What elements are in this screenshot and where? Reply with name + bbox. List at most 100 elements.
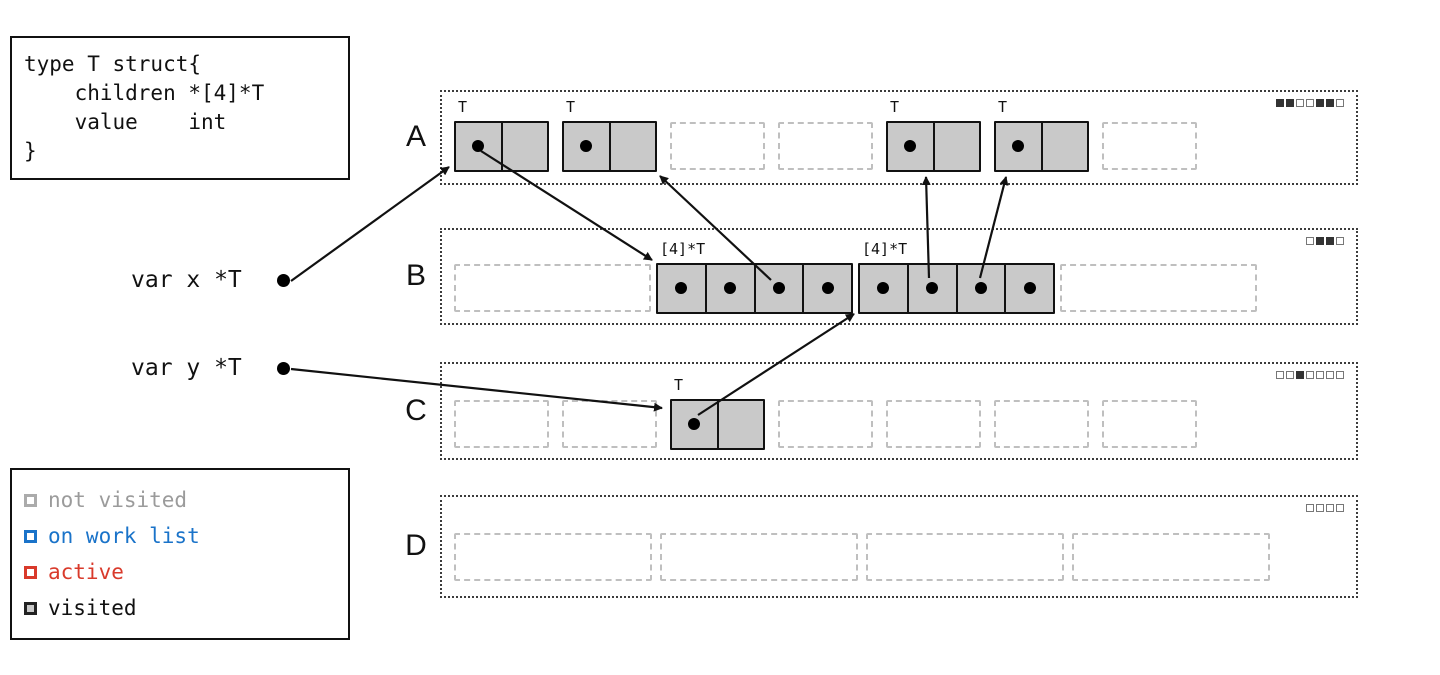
indicator-empty-square — [1316, 371, 1324, 379]
on-work-list-swatch-icon — [24, 529, 37, 543]
var-y-label: var y *T — [131, 355, 242, 381]
value-cell — [932, 122, 980, 170]
type-definition-code-box: type T struct{ children *[4]*T value int… — [10, 36, 350, 180]
indicator-empty-square — [1286, 371, 1294, 379]
pointer-cell — [888, 123, 933, 170]
free-slot — [660, 533, 858, 581]
memory-region-c: T — [440, 362, 1358, 460]
indicator-empty-square — [1306, 371, 1314, 379]
object-type-label: T — [566, 97, 576, 116]
memory-region-d — [440, 495, 1358, 598]
pointer-cell — [456, 123, 501, 170]
free-slot — [454, 264, 651, 312]
region-d-status-indicator — [1306, 504, 1344, 512]
code-line: value int — [24, 110, 227, 134]
indicator-empty-square — [1296, 99, 1304, 107]
indicator-empty-square — [1306, 237, 1314, 245]
free-slot — [866, 533, 1064, 581]
free-slot — [670, 122, 765, 170]
region-label-a: A — [405, 120, 426, 153]
region-label-c: C — [405, 394, 427, 427]
pointer-cell — [1004, 264, 1053, 312]
heap-object: [4]*T — [858, 240, 1055, 314]
region-label-d: D — [405, 529, 427, 562]
code-line: } — [24, 139, 37, 163]
free-slot — [454, 400, 549, 448]
region-a-status-indicator — [1276, 99, 1344, 107]
indicator-empty-square — [1326, 371, 1334, 379]
free-slot — [1072, 533, 1270, 581]
legend-label: on work list — [48, 524, 200, 548]
value-cell — [500, 122, 548, 170]
slot-row: [4]*T [4]*T — [454, 240, 1257, 314]
pointer-cell — [860, 265, 907, 312]
region-b-status-indicator — [1306, 237, 1344, 245]
value-cell — [608, 122, 656, 170]
free-slot — [778, 122, 873, 170]
indicator-filled-square — [1286, 99, 1294, 107]
heap-object: T — [994, 98, 1089, 172]
heap-object: [4]*T — [656, 240, 853, 314]
legend-item-on-work-list: on work list — [24, 518, 336, 554]
indicator-empty-square — [1326, 504, 1334, 512]
object-type-label: [4]*T — [660, 239, 706, 258]
free-slot — [994, 400, 1089, 448]
heap-object: T — [886, 98, 981, 172]
indicator-empty-square — [1306, 504, 1314, 512]
legend-item-not-visited: not visited — [24, 482, 336, 518]
not-visited-swatch-icon — [24, 493, 37, 507]
free-slot — [886, 400, 981, 448]
object-type-label: [4]*T — [862, 239, 908, 258]
memory-region-b: [4]*T [4]*T — [440, 228, 1358, 325]
indicator-filled-square — [1296, 371, 1304, 379]
pointer-cell — [906, 264, 956, 312]
indicator-empty-square — [1306, 99, 1314, 107]
indicator-empty-square — [1336, 371, 1344, 379]
indicator-empty-square — [1316, 504, 1324, 512]
free-slot — [562, 400, 657, 448]
region-c-status-indicator — [1276, 371, 1344, 379]
pointer-cell — [564, 123, 609, 170]
pointer-cell — [996, 123, 1041, 170]
pointer-cell — [753, 264, 803, 312]
indicator-filled-square — [1316, 237, 1324, 245]
free-slot — [1060, 264, 1257, 312]
var-x-label: var x *T — [131, 267, 242, 293]
legend-label: visited — [48, 596, 137, 620]
pointer-cell — [672, 401, 717, 448]
heap-object: T — [670, 376, 765, 450]
visited-swatch-icon — [24, 601, 37, 615]
free-slot — [1102, 122, 1197, 170]
pointer-cell — [955, 264, 1005, 312]
indicator-filled-square — [1316, 99, 1324, 107]
indicator-filled-square — [1326, 237, 1334, 245]
indicator-empty-square — [1276, 371, 1284, 379]
indicator-filled-square — [1276, 99, 1284, 107]
object-type-label: T — [998, 97, 1008, 116]
heap-object: T — [562, 98, 657, 172]
value-cell — [716, 400, 764, 448]
legend-label: not visited — [48, 488, 188, 512]
free-slot — [454, 533, 652, 581]
code-line: children *[4]*T — [24, 81, 265, 105]
region-label-b: B — [405, 259, 426, 292]
object-type-label: T — [890, 97, 900, 116]
legend-item-active: active — [24, 554, 336, 590]
legend: not visited on work list active visited — [10, 468, 350, 640]
indicator-empty-square — [1336, 99, 1344, 107]
active-swatch-icon — [24, 565, 37, 579]
pointer-cell — [658, 265, 705, 312]
object-type-label: T — [674, 375, 684, 394]
slot-row — [454, 533, 1270, 581]
slot-row: T — [454, 376, 1197, 450]
pointer-cell — [704, 264, 754, 312]
legend-label: active — [48, 560, 124, 584]
indicator-empty-square — [1336, 237, 1344, 245]
heap-object: T — [454, 98, 549, 172]
indicator-filled-square — [1326, 99, 1334, 107]
free-slot — [1102, 400, 1197, 448]
code-line: type T struct{ — [24, 52, 202, 76]
